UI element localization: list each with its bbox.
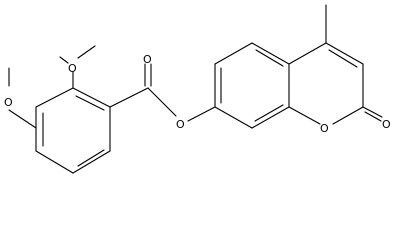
bond-lactone-co-1 <box>362 106 383 118</box>
atom-o-carbonyl: O <box>143 53 152 66</box>
atom-o-methoxy-3: O <box>4 96 13 109</box>
bond-ring-b-inner-2 <box>255 49 284 67</box>
atom-o-ester-bridge: O <box>176 118 185 131</box>
bond-ring-c-1 <box>288 42 327 65</box>
bond-ring-a-inner-3 <box>75 95 105 111</box>
bond-lactone-co-2 <box>364 111 382 122</box>
bond-ring-b-2 <box>214 42 253 65</box>
bond-oc-2 <box>59 56 69 64</box>
bond-ester-o-aryl <box>187 106 216 122</box>
molecule-drawing: O O O O O O <box>4 4 391 174</box>
bond-ring-c-5 <box>288 106 321 125</box>
bond-ring-c-2-inner <box>328 49 358 68</box>
bond-ring-a-3 <box>35 150 74 174</box>
bond-ring-b-3 <box>251 42 290 65</box>
bond-ring-a-4 <box>72 150 111 174</box>
structure-diagram: O O O O O O <box>4 4 391 174</box>
bond-ring-b-5 <box>251 106 290 129</box>
bond-ring-c-4 <box>332 106 364 125</box>
bond-methyl-2 <box>77 45 96 59</box>
atom-o-lactone-carbonyl: O <box>382 118 391 131</box>
bond-oc-3 <box>8 109 37 129</box>
bond-ring-b-inner-3 <box>254 104 284 122</box>
bond-ring-a-1 <box>35 87 74 108</box>
atom-o-ring: O <box>320 122 329 135</box>
atom-o-methoxy-2: O <box>68 62 77 75</box>
bond-ring-c-2 <box>325 42 364 65</box>
bond-carbonyl-ester-o <box>147 87 177 117</box>
bond-ring-a-6 <box>72 87 111 108</box>
bond-ring-b-6 <box>214 106 253 129</box>
bond-ring-a-inner-2 <box>77 149 105 167</box>
bond-aryl-carbonyl <box>109 87 149 108</box>
